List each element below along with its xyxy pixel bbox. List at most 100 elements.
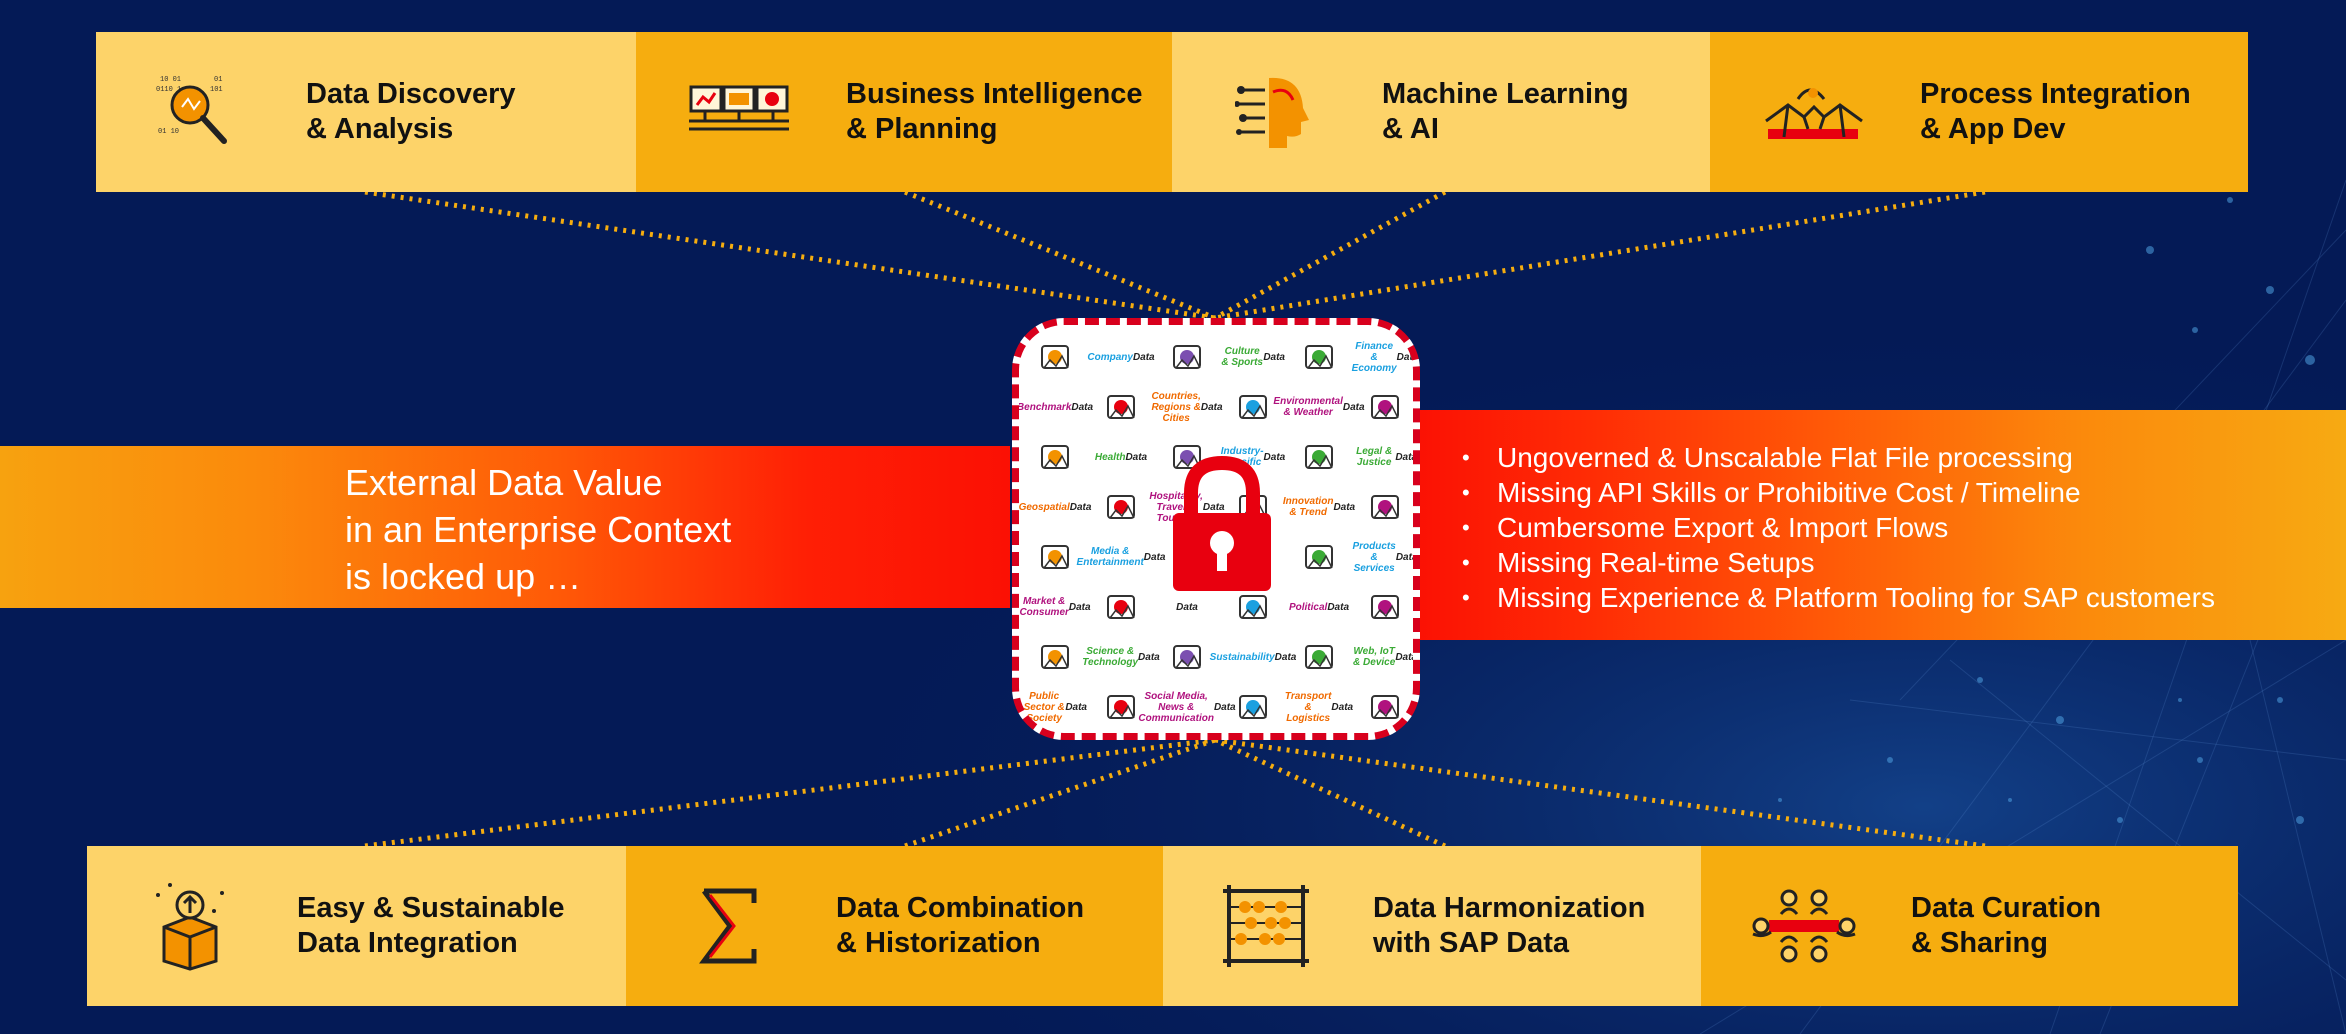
tile-label: Data Discovery& Analysis [306, 78, 516, 145]
category-suffix: Data [1396, 351, 1419, 363]
category-suffix: Data [1395, 551, 1418, 563]
issue-item: Missing Real-time Setups [1462, 545, 2215, 580]
bank-icon [1287, 533, 1351, 581]
box-upload-icon [135, 871, 245, 981]
category-suffix: Data [1263, 451, 1286, 463]
tile-data-curation: Data Curation& Sharing [1701, 846, 2238, 1006]
tile-label: Process Integration& App Dev [1920, 78, 2191, 145]
drone-icon [1287, 333, 1351, 381]
svg-text:101: 101 [210, 86, 223, 94]
robot-icon [1353, 683, 1413, 731]
category-name: Transport & Logistics [1284, 690, 1332, 724]
category-suffix: Data [1071, 401, 1094, 413]
group-icon [1023, 633, 1087, 681]
recycle-icon [1221, 683, 1285, 731]
category-name: Geospatial [1018, 501, 1070, 513]
connector-lines [364, 189, 1986, 849]
issue-item: Ungoverned & Unscalable Flat File proces… [1462, 440, 2215, 475]
category-name: Culture & Sports [1221, 346, 1263, 368]
crowd-icon [1089, 483, 1153, 531]
globe-hand-icon [1155, 333, 1219, 381]
tile-label: Data Combination& Historization [836, 892, 1085, 959]
truck-icon [1287, 633, 1351, 681]
external-data-title: External Data Value in an Enterprise Con… [345, 462, 732, 597]
ballot-icon [1221, 583, 1285, 631]
category-name: Company [1087, 351, 1133, 363]
category-suffix: Data [1331, 701, 1354, 713]
category-suffix: Data [1068, 601, 1091, 613]
category-suffix: Data [1125, 451, 1148, 463]
issue-item: Missing API Skills or Prohibitive Cost /… [1462, 475, 2215, 510]
category-name: Science & Technology [1082, 646, 1139, 668]
category-suffix: Data [1200, 401, 1223, 413]
issues-list: Ungoverned & Unscalable Flat File proces… [1462, 440, 2215, 615]
data-category-label: Data [1155, 583, 1219, 631]
svg-text:01: 01 [214, 76, 222, 84]
network-dots [1778, 197, 2315, 824]
tile-process-integration: Process Integration& App Dev [1710, 32, 2248, 192]
flask-icon [1353, 483, 1413, 531]
category-suffix: Data [1065, 701, 1087, 713]
svg-text:0110 1: 0110 1 [156, 86, 181, 94]
category-name: Sustainability [1209, 651, 1275, 663]
category-suffix: Data [1202, 501, 1225, 513]
category-suffix: Data [1342, 401, 1365, 413]
person-icon [1023, 533, 1087, 581]
category-name: Political [1288, 601, 1328, 613]
left-value-band [0, 446, 1010, 608]
grid-map-icon [1023, 433, 1087, 481]
category-suffix: Data [1333, 501, 1356, 513]
category-suffix: Data [1069, 501, 1092, 513]
issue-item: Cumbersome Export & Import Flows [1462, 510, 2215, 545]
category-name: Legal & Justice [1356, 446, 1393, 468]
tile-label: Data Curation& Sharing [1911, 892, 2102, 959]
svg-text:01 10: 01 10 [158, 128, 179, 136]
category-suffix: Data [1138, 651, 1160, 663]
buildings-icon [1089, 383, 1153, 431]
category-name: Innovation & Trend [1282, 496, 1334, 518]
handshake-icon [1758, 57, 1868, 167]
category-name: Countries, Regions & Cities [1151, 390, 1201, 424]
house-icon [1353, 383, 1413, 431]
seal-icon [1353, 583, 1413, 631]
category-suffix: Data [1263, 351, 1285, 363]
category-name: Social Media, News & Communication [1138, 690, 1214, 724]
tile-machine-learning: Machine Learning& AI [1172, 32, 1710, 192]
globe-icon [1155, 433, 1219, 481]
dashboard-monitors-icon [684, 57, 794, 167]
team-circle-icon [1749, 871, 1859, 981]
category-name: Finance & Economy [1351, 340, 1397, 374]
sigma-icon [674, 871, 784, 981]
category-name: Health [1094, 451, 1126, 463]
issue-item: Missing Experience & Platform Tooling fo… [1462, 580, 2215, 615]
category-name: Environmental & Weather [1273, 396, 1343, 418]
dots-ball-icon [1287, 433, 1351, 481]
tile-label: Machine Learning& AI [1382, 78, 1629, 145]
abacus-icon [1211, 871, 1321, 981]
category-suffix: Data [1274, 651, 1297, 663]
qr-icon [1089, 683, 1153, 731]
tile-business-intelligence: Business Intelligence& Planning [636, 32, 1172, 192]
category-suffix: Data [1395, 651, 1417, 663]
category-name: Public Sector & Society [1023, 690, 1065, 724]
tile-data-combination: Data Combination& Historization [626, 846, 1163, 1006]
